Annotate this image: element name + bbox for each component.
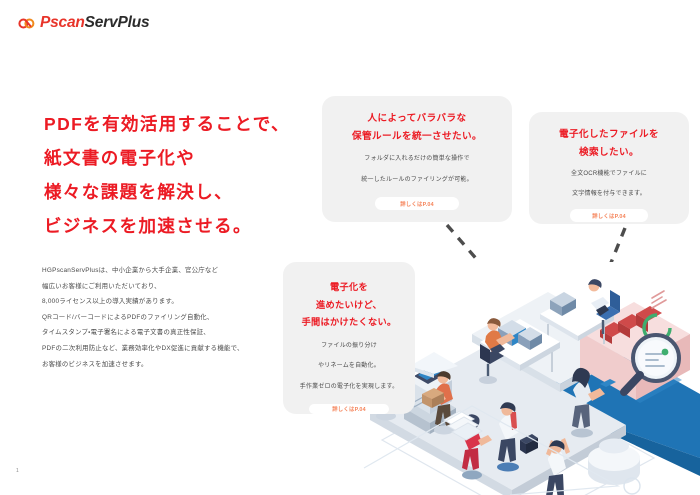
body-line-2: 幅広いお客様にご利用いただいており、 (42, 282, 161, 290)
body-line-4: QRコード/バーコードによるPDFのファイリング自動化、 (42, 313, 214, 321)
card-effort-title-line-2: 進めたいけど、 (316, 299, 382, 310)
card-search-title-line-1: 電子化したファイルを (559, 129, 659, 140)
headline-line-3: 様々な課題を解決し、 (44, 182, 233, 202)
headline-line-1: PDFを有効活用することで、 (44, 114, 290, 134)
logo-text-secondary: ServPlus (84, 14, 150, 32)
card-effort-sub-line-3: 手作業ゼロの電子化を実現します。 (299, 383, 399, 390)
card-search-sub-line-1: 全文OCR機能でファイルに (571, 171, 647, 177)
card-search-files[interactable]: 電子化したファイルを 検索したい。 全文OCR機能でファイルに 文字情報を付与で… (529, 112, 689, 224)
card-search-title-line-2: 検索したい。 (579, 146, 639, 158)
card-unify-rules[interactable]: 人によってバラバラな 保管ルールを統一させたい。 フォルダに入れるだけの簡単な操… (322, 96, 512, 222)
card-unify-sub-line-1: フォルダに入れるだけの簡単な操作で (364, 156, 470, 162)
card-effort-cta-button[interactable]: 詳しくはP.04 (309, 404, 389, 414)
card-unify-cta-button[interactable]: 詳しくはP.04 (375, 197, 459, 210)
card-reduce-effort[interactable]: 電子化を 進めたいけど、 手間はかけたくない。 ファイルの振り分け やリネームを… (283, 262, 415, 414)
body-line-7: お客様のビジネスを加速させます。 (42, 360, 148, 368)
card-effort-sub-line-1: ファイルの振り分け (321, 342, 377, 349)
body-line-5: タイムスタンプ・電子署名による電子文書の真正性保証、 (42, 329, 210, 337)
card-search-cta-button[interactable]: 詳しくはP.04 (570, 209, 648, 222)
card-effort-title-line-3: 手間はかけたくない。 (301, 317, 397, 327)
intro-paragraph: HGPscanServPlusは、中小企業から大手企業、官公庁など 幅広いお客様… (42, 263, 292, 372)
page-number: 1 (16, 468, 20, 474)
card-unify-title-line-1: 人によってバラバラな (367, 113, 467, 124)
card-unify-title-line-2: 保管ルールを統一させたい。 (352, 130, 482, 142)
card-effort-sub-line-2: やリネームを自動化。 (318, 363, 380, 369)
headline-line-2: 紙文書の電子化や (44, 148, 196, 168)
headline-line-4: ビジネスを加速させる。 (44, 216, 252, 236)
infinity-loop-icon (18, 16, 35, 31)
card-effort-title-line-1: 電子化を (330, 282, 368, 292)
page-title: PDFを有効活用することで、 紙文書の電子化や 様々な課題を解決し、 ビジネスを… (44, 107, 334, 243)
brand-logo[interactable]: PscanServPlus (18, 13, 150, 33)
body-line-3: 8,000ライセンス以上の導入実績があります。 (42, 298, 179, 306)
body-line-6: PDFの二次利用防止など、業務効率化やDX促進に貢献する機能で、 (42, 344, 244, 352)
card-unify-sub-line-2: 統一したルールのファイリングが可能。 (361, 176, 473, 183)
logo-wordmark: PscanServPlus (40, 14, 150, 32)
logo-text-primary: Pscan (40, 14, 85, 32)
card-search-sub-line-2: 文字情報を付与できます。 (572, 190, 646, 197)
body-line-1: HGPscanServPlusは、中小企業から大手企業、官公庁など (42, 267, 219, 274)
